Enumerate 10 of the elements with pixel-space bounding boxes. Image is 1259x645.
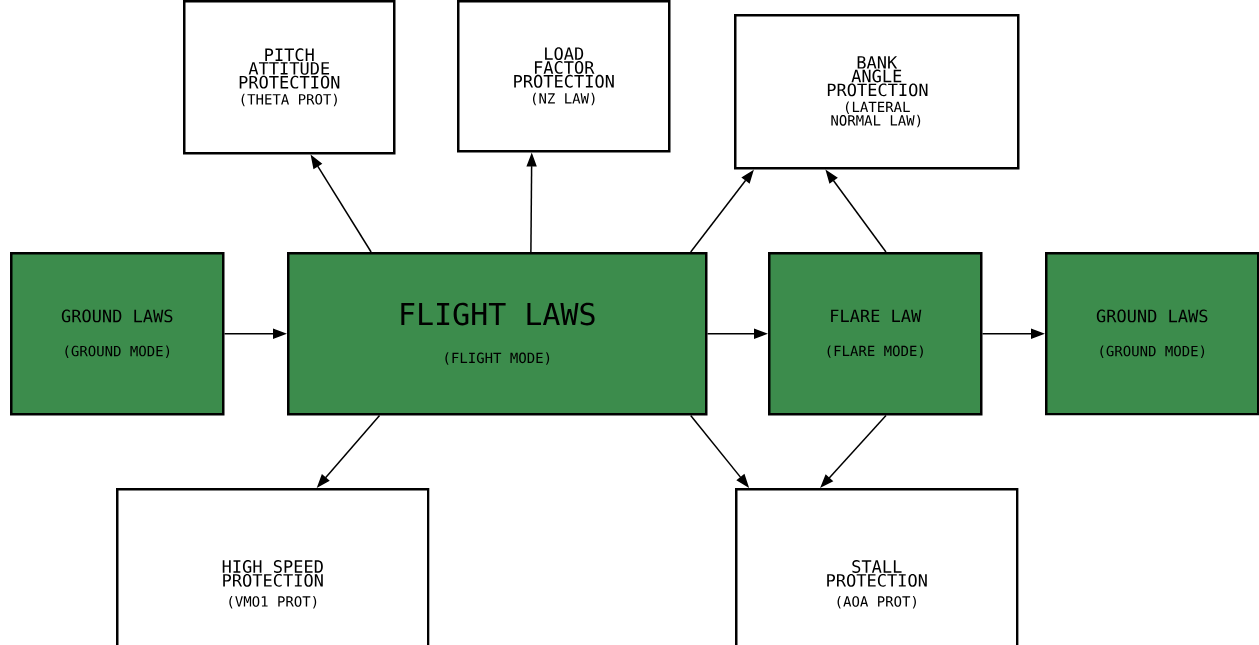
protection-box: PITCH ATTITUDE PROTECTION (THETA PROT) bbox=[183, 0, 396, 155]
mode-box: FLIGHT LAWS (FLIGHT MODE) bbox=[287, 252, 708, 416]
mode-box: GROUND LAWS (GROUND MODE) bbox=[1045, 252, 1259, 416]
protection-box: STALL PROTECTION (AOA PROT) bbox=[735, 488, 1019, 645]
mode-box: GROUND LAWS (GROUND MODE) bbox=[10, 252, 225, 416]
protection-box: BANK ANGLE PROTECTION (LATERAL NORMAL LAW) bbox=[734, 14, 1020, 170]
arrow bbox=[820, 414, 887, 488]
protection-box: HIGH SPEED PROTECTION (VMO1 PROT) bbox=[116, 488, 430, 645]
mode-box: FLARE LAW (FLARE MODE) bbox=[768, 252, 983, 416]
protection-box: LOAD FACTOR PROTECTION (NZ LAW) bbox=[457, 0, 671, 153]
